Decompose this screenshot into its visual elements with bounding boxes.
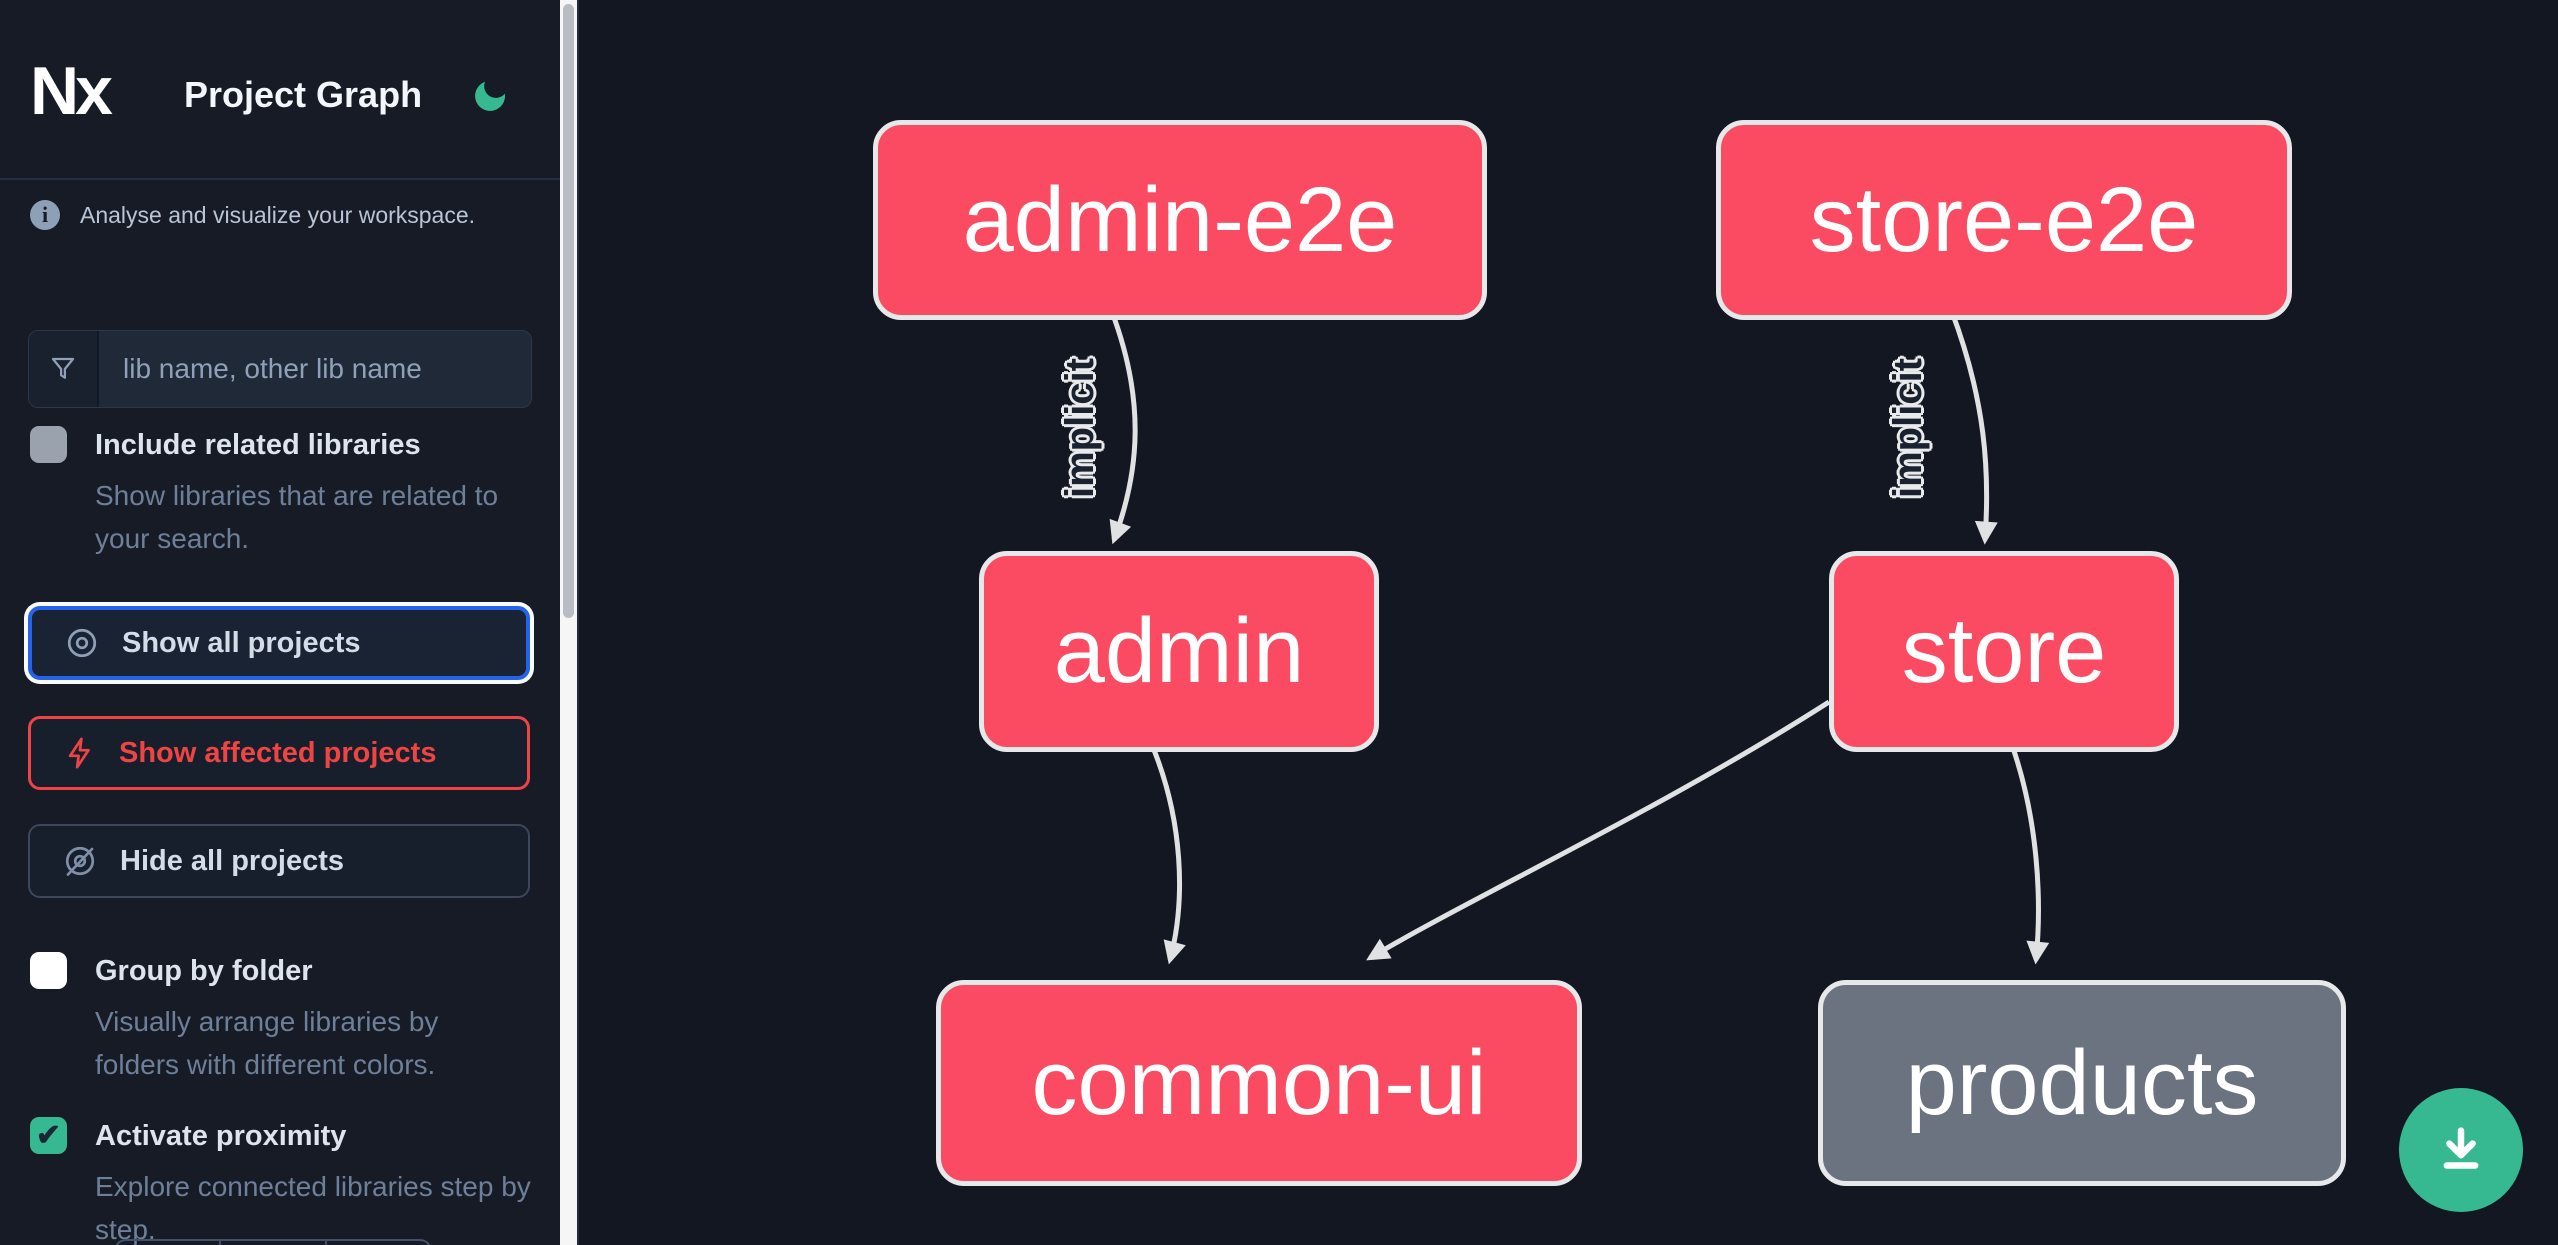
button-label: Show affected projects [119, 736, 437, 769]
node-label: admin-e2e [962, 168, 1398, 271]
search-input[interactable] [99, 331, 531, 407]
button-label: Hide all projects [120, 844, 345, 877]
download-icon [2443, 1127, 2479, 1169]
sidebar-scrollbar-thumb[interactable] [563, 4, 574, 618]
segment-button[interactable] [116, 1241, 222, 1245]
toggle-description: Visually arrange libraries by folders wi… [95, 1006, 439, 1080]
bolt-icon [63, 736, 97, 770]
toggle-activate-proximity: ✔ Activate proximity Explore connected l… [30, 1115, 535, 1245]
node-label: store [1901, 600, 2107, 702]
node-label: common-ui [1031, 1031, 1487, 1134]
toggle-description: Explore connected libraries step by step… [95, 1171, 531, 1245]
nx-logo: Nx [30, 53, 113, 129]
toggle-label: Activate proximity [95, 1120, 347, 1152]
edge-store-e2e-to-store [1949, 311, 1998, 545]
button-label: Show all projects [122, 626, 361, 659]
hide-all-projects-button[interactable]: Hide all projects [28, 824, 530, 898]
eye-off-icon [62, 843, 98, 879]
node-label: products [1905, 1031, 2259, 1134]
graph-node-admin-e2e[interactable]: admin-e2e [873, 120, 1487, 320]
show-all-projects-button[interactable]: Show all projects [28, 606, 530, 680]
sidebar-header: Nx Project Graph [0, 0, 560, 180]
toggle-group-by-folder: Group by folder Visually arrange librari… [30, 950, 535, 1086]
toggle-include-related-libraries: Include related libraries Show libraries… [30, 424, 535, 560]
sidebar-scrollbar-track[interactable] [560, 0, 577, 1245]
toggle-label: Group by folder [95, 955, 313, 987]
project-filter-search [28, 330, 532, 408]
edge-admin-e2e-to-admin [1109, 311, 1138, 545]
edge-store-to-products [2009, 744, 2050, 965]
edge-label-implicit-left: implicit [1057, 357, 1102, 499]
edge-store-to-common-ui [1366, 699, 1831, 961]
graph-node-admin[interactable]: admin [979, 551, 1379, 752]
node-label: store-e2e [1809, 168, 2199, 271]
group-by-folder-checkbox[interactable] [30, 952, 67, 989]
sidebar: Nx Project Graph i Analyse and visualize… [0, 0, 560, 1245]
theme-toggle-moon-icon[interactable] [470, 76, 510, 116]
activate-proximity-checkbox[interactable]: ✔ [30, 1117, 67, 1154]
graph-node-common-ui[interactable]: common-ui [936, 980, 1582, 1186]
graph-node-store[interactable]: store [1829, 551, 2179, 752]
edge-label-implicit-right: implicit [1885, 357, 1930, 499]
graph-node-products[interactable]: products [1818, 980, 2346, 1186]
sidebar-canvas-divider [577, 0, 579, 1245]
toggle-description: Show libraries that are related to your … [95, 480, 499, 554]
filter-funnel-icon [29, 331, 99, 407]
segment-button[interactable] [221, 1241, 327, 1245]
info-icon: i [30, 200, 60, 230]
toggle-label: Include related libraries [95, 429, 421, 461]
segment-button[interactable] [327, 1241, 430, 1245]
checkmark-icon: ✔ [35, 1119, 62, 1152]
node-label: admin [1053, 600, 1305, 702]
eye-icon [64, 625, 100, 661]
proximity-depth-segmented-control[interactable] [114, 1239, 432, 1245]
download-graph-button[interactable] [2399, 1088, 2523, 1212]
workspace-tagline: Analyse and visualize your workspace. [80, 201, 476, 228]
graph-node-store-e2e[interactable]: store-e2e [1716, 120, 2292, 320]
page-title: Project Graph [184, 74, 423, 115]
edge-admin-to-common-ui [1149, 744, 1186, 965]
show-affected-projects-button[interactable]: Show affected projects [28, 716, 530, 790]
include-related-checkbox[interactable] [30, 426, 67, 463]
workspace-tagline-row: i Analyse and visualize your workspace. [30, 200, 475, 230]
